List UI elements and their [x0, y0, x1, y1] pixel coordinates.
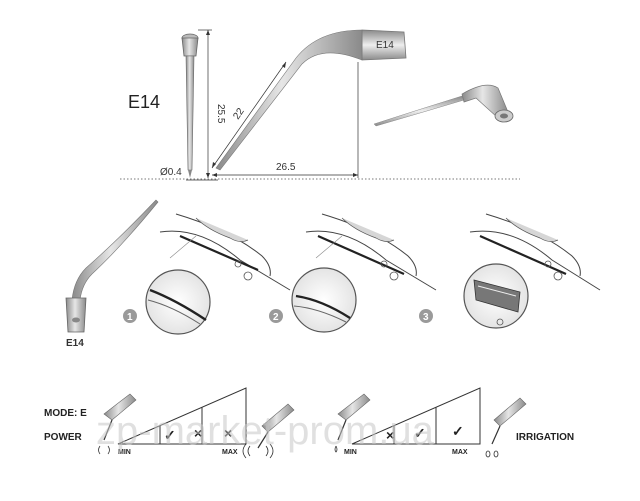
- shank-marking: E14: [66, 338, 84, 349]
- diameter-value: Ø0.4: [160, 167, 182, 178]
- power-min-tip-icon: [98, 393, 137, 455]
- height-dimension: 25.5: [198, 29, 226, 178]
- tip-full-length: E14: [65, 199, 159, 349]
- mode-label: MODE: E: [44, 408, 87, 419]
- diameter-dimension: Ø0.4: [160, 167, 218, 181]
- step-3-number: 3: [423, 312, 429, 323]
- watermark: zp-market-prom.ua: [96, 409, 435, 453]
- tip-angled-view: E14: [215, 29, 407, 171]
- dimension-drawing: 25.5 Ø0.4 E14 E14 22 26.5: [120, 29, 520, 181]
- settings-panel: MODE: E POWER ✓ × × MIN MAX: [44, 387, 574, 459]
- power-max-label: MAX: [222, 449, 238, 456]
- power-mark-3: ×: [224, 425, 232, 441]
- step-1-illustration: 1: [123, 213, 291, 335]
- step-3-illustration: 3: [419, 213, 601, 329]
- step-2-number: 2: [273, 312, 279, 323]
- irrigation-max-tip-icon: [485, 397, 527, 458]
- irrigation-mark-1: ×: [386, 427, 394, 443]
- reach-dimension: 26.5: [212, 62, 359, 178]
- step-1-badge: [123, 309, 137, 323]
- irrigation-min-label: MIN: [344, 449, 357, 456]
- height-value: 25.5: [215, 104, 226, 124]
- step-2-badge: [269, 309, 283, 323]
- irrigation-max-label: MAX: [452, 449, 468, 456]
- power-scale: ✓ × × MIN MAX: [117, 387, 247, 456]
- power-mark-1: ✓: [164, 427, 176, 443]
- power-label: POWER: [44, 432, 83, 443]
- product-code: E14: [128, 92, 160, 112]
- tip-marking: E14: [376, 40, 394, 51]
- tip-3d-render: [373, 84, 514, 127]
- irrigation-label: IRRIGATION: [516, 432, 574, 443]
- irrigation-min-tip-icon: [334, 393, 371, 453]
- tip-side-view: [181, 33, 199, 178]
- step-2-illustration: 2: [269, 213, 437, 333]
- step-1-number: 1: [127, 312, 133, 323]
- power-min-label: MIN: [118, 449, 131, 456]
- step-3-badge: [419, 309, 433, 323]
- irrigation-scale: × ✓ ✓ MIN MAX: [344, 387, 481, 456]
- length-value: 22: [231, 106, 247, 122]
- power-max-tip-icon: [242, 403, 295, 459]
- usage-steps: E14 1: [65, 199, 601, 349]
- irrigation-mark-2: ✓: [414, 425, 426, 441]
- reach-value: 26.5: [276, 162, 296, 173]
- power-mark-2: ×: [194, 425, 202, 441]
- irrigation-mark-3: ✓: [452, 423, 464, 439]
